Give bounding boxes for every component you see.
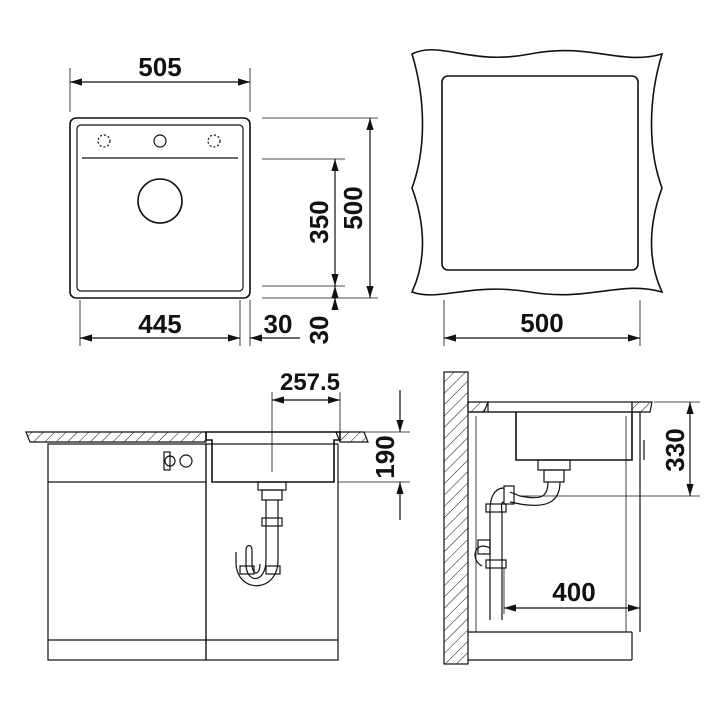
dim-cutout-width: 500 bbox=[520, 308, 563, 338]
dim-overall-width: 505 bbox=[138, 52, 181, 82]
dim-bowl-width: 445 bbox=[138, 309, 181, 339]
dishwasher-cabinet bbox=[47, 443, 207, 661]
cutout-outline bbox=[410, 48, 664, 296]
dim-bowl-height: 190 bbox=[370, 435, 400, 478]
sink-top-view: 505 350 500 30 445 30 bbox=[69, 52, 378, 346]
dim-installation-height: 330 bbox=[660, 428, 690, 471]
sink-cabinet bbox=[205, 443, 339, 661]
tap-hole-right bbox=[207, 134, 221, 148]
tap-hole-center bbox=[153, 134, 167, 148]
worktop-left bbox=[25, 431, 207, 443]
dim-rim-right: 30 bbox=[264, 309, 293, 339]
sink-outline bbox=[69, 117, 251, 299]
sink-bowl-side bbox=[515, 412, 633, 461]
drain-circle bbox=[137, 178, 183, 224]
siphon-side bbox=[474, 459, 571, 620]
sink-bowl bbox=[205, 431, 341, 483]
side-section-view: 330 400 bbox=[443, 371, 700, 665]
dim-bowl-depth-front: 350 bbox=[304, 200, 334, 243]
dim-rim-bottom: 30 bbox=[304, 316, 334, 345]
dim-drain-offset: 257.5 bbox=[280, 369, 340, 396]
front-section-view: 257.5 190 bbox=[25, 369, 410, 661]
cutout-inner bbox=[441, 75, 639, 271]
tap-hole-left bbox=[97, 134, 111, 148]
cutout-view: 500 bbox=[410, 48, 664, 346]
wall bbox=[443, 371, 469, 665]
dim-overall-depth: 500 bbox=[338, 186, 368, 229]
siphon-front bbox=[235, 481, 287, 587]
dim-min-cabinet: 400 bbox=[552, 577, 595, 607]
